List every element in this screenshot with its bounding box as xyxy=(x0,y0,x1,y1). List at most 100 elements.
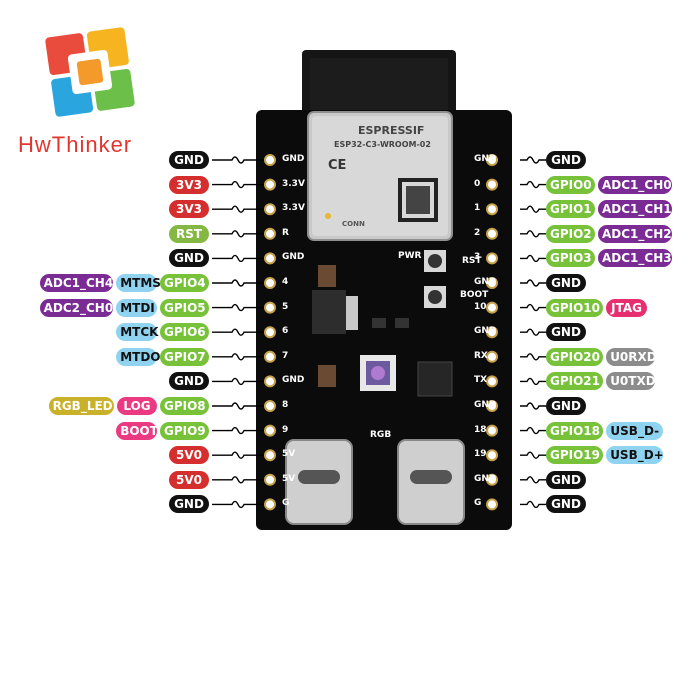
module-ce-mark: CE xyxy=(328,158,347,173)
pin-wire xyxy=(520,426,546,435)
left-pin-pad xyxy=(264,301,276,314)
right-pin-pad xyxy=(486,301,498,314)
pin-label-usb-d-: USB_D+ xyxy=(606,446,664,465)
pin-wire xyxy=(520,156,546,164)
pin-silk-label: 5V xyxy=(282,449,296,460)
pin-silk-label: 5V xyxy=(282,473,296,484)
pin-wire xyxy=(212,476,264,484)
pin-label-gnd: GND xyxy=(169,249,209,268)
module-text: CONN xyxy=(342,220,365,228)
pin-wire xyxy=(212,156,264,164)
pin-silk-label: TX xyxy=(474,375,488,386)
left-pin-pad xyxy=(264,277,276,289)
pin-label-gnd: GND xyxy=(546,495,586,514)
right-pin-pad xyxy=(486,400,498,412)
pin-wire xyxy=(212,205,264,213)
pin-silk-label: GND xyxy=(474,154,497,164)
pin-label-rst: RST xyxy=(169,224,209,243)
pin-label-gnd: GND xyxy=(546,323,586,342)
pin-wire xyxy=(520,353,546,361)
pin-wire xyxy=(520,279,546,287)
right-pin-pad xyxy=(486,252,498,265)
pin-wire xyxy=(212,230,264,238)
pin-label-gpio7: GPIO7 xyxy=(160,347,209,366)
left-pin-pad xyxy=(264,178,276,191)
pin-silk-label: 3 xyxy=(474,252,481,263)
pin-label-adc1-ch1: ADC1_CH1 xyxy=(598,200,672,219)
pin-wire xyxy=(212,377,264,386)
pin-label-gnd: GND xyxy=(546,151,586,169)
brand-logo-icon xyxy=(45,27,135,117)
pin-label-adc1-ch0: ADC1_CH0 xyxy=(598,175,672,194)
pin-silk-label: GND xyxy=(474,400,497,410)
right-pin-pad xyxy=(486,203,498,216)
pin-label-gpio19: GPIO19 xyxy=(546,446,604,465)
pin-wire xyxy=(520,377,546,386)
pin-wire xyxy=(212,451,264,459)
pin-silk-label: 10 xyxy=(474,301,487,312)
pin-label-gnd: GND xyxy=(546,470,586,489)
pin-label-gpio8: GPIO8 xyxy=(160,397,209,415)
pin-silk-label: 3.3V xyxy=(282,178,305,189)
pin-label-mtdo: MTDO xyxy=(116,347,160,366)
right-pin-pad xyxy=(486,326,498,339)
pin-silk-label: GND xyxy=(474,326,497,337)
pin-label-adc1-ch2: ADC1_CH2 xyxy=(598,224,672,243)
pin-label-gpio3: GPIO3 xyxy=(546,249,595,268)
pin-silk-label: 8 xyxy=(282,400,289,410)
left-pin-pad xyxy=(264,473,276,486)
left-pin-pad xyxy=(264,326,276,339)
pin-wire xyxy=(520,254,546,263)
right-pin-pad xyxy=(486,178,498,191)
pin-wire xyxy=(212,402,264,410)
pin-wire xyxy=(212,303,264,312)
pin-silk-label: R xyxy=(282,227,289,238)
pin-silk-label: GND xyxy=(282,375,305,386)
left-pin-pad xyxy=(264,203,276,216)
left-pin-pad xyxy=(264,350,276,363)
right-pin-pad xyxy=(486,424,498,437)
left-pin-pad xyxy=(264,375,276,388)
pin-label-5v0: 5V0 xyxy=(169,446,209,465)
pin-silk-label: RX xyxy=(474,350,488,361)
right-pin-pad xyxy=(486,498,498,511)
pin-silk-label: 18 xyxy=(474,424,487,435)
pin-label-gpio5: GPIO5 xyxy=(160,298,209,317)
pin-label-gpio9: GPIO9 xyxy=(160,421,209,440)
pin-silk-label: GND xyxy=(282,154,305,164)
pin-label-gpio6: GPIO6 xyxy=(160,323,209,342)
pin-label-usb-d-: USB_D- xyxy=(606,421,664,440)
left-pin-pad xyxy=(264,498,276,511)
right-pin-pad xyxy=(486,449,498,462)
pin-wire xyxy=(212,426,264,435)
pin-label-u0txd: U0TXD xyxy=(606,372,656,391)
right-pin-pad xyxy=(486,154,498,166)
pin-wire xyxy=(212,180,264,189)
pin-label-gpio18: GPIO18 xyxy=(546,421,604,440)
pin-label-gpio21: GPIO21 xyxy=(546,372,604,391)
pin-label-gpio2: GPIO2 xyxy=(546,224,595,243)
pin-silk-label: 19 xyxy=(474,449,487,460)
left-pin-pad xyxy=(264,424,276,437)
pin-label-gpio0: GPIO0 xyxy=(546,175,595,194)
pin-wire xyxy=(212,500,264,509)
pin-silk-label: 9 xyxy=(282,424,289,435)
pin-wire xyxy=(520,180,546,189)
brand-name: HwThinker xyxy=(18,132,133,157)
pin-silk-label: G xyxy=(282,498,290,509)
pin-wire xyxy=(212,279,264,287)
rgb-label: RGB xyxy=(370,430,392,440)
pin-label-mtdi: MTDI xyxy=(116,298,157,317)
pin-silk-label: 4 xyxy=(282,277,289,287)
pin-wire xyxy=(520,205,546,213)
pin-silk-label: GND xyxy=(474,473,497,484)
pin-wire xyxy=(520,476,546,484)
pin-label-mtck: MTCK xyxy=(116,323,158,342)
pin-label-gnd: GND xyxy=(546,397,586,415)
pin-label-gpio4: GPIO4 xyxy=(160,274,209,292)
pin-wire xyxy=(520,451,546,459)
pin-label-u0rxd: U0RXD xyxy=(606,347,657,366)
pin-label-gpio10: GPIO10 xyxy=(546,298,604,317)
